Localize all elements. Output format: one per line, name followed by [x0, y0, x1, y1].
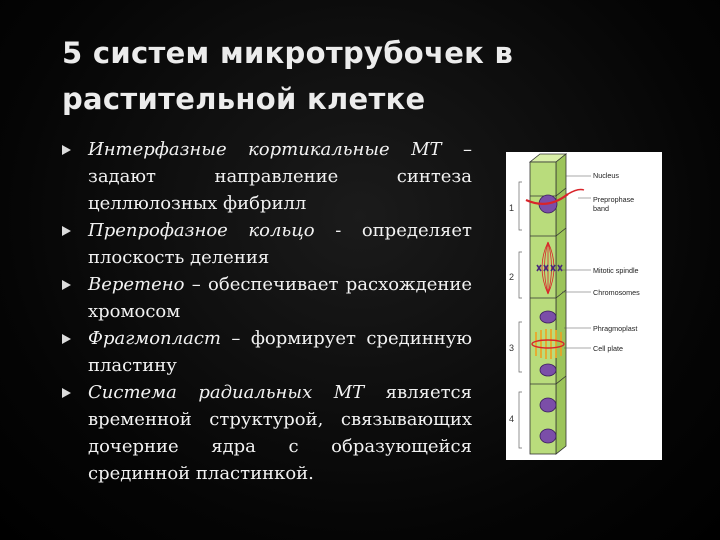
label-mitotic-spindle: Mitotic spindle	[593, 266, 639, 275]
bullet-marker-icon	[62, 226, 71, 236]
chromosomes-shape	[536, 264, 563, 272]
bullet-emphasis: Фрагмопласт	[88, 328, 221, 349]
bullet-emphasis: Веретено	[88, 274, 185, 295]
label-preprophase-1: Preprophase	[593, 195, 634, 204]
slide-title-line-1: 5 систем микротрубочек в	[62, 36, 514, 70]
label-nucleus: Nucleus	[593, 171, 619, 180]
label-cell-plate: Cell plate	[593, 344, 623, 353]
slide-title: 5 систем микротрубочек в растительной кл…	[62, 30, 622, 122]
phragmoplast-shape	[535, 329, 562, 359]
bullet-item: Система радиальных МТ является временной…	[62, 379, 472, 487]
bullet-text: – обеспечивает расхождение хромосом	[88, 274, 472, 322]
cell-plate-shape	[531, 339, 565, 349]
stage-brackets	[518, 181, 522, 449]
bullet-marker-icon	[62, 334, 71, 344]
bullet-marker-icon	[62, 145, 71, 155]
slide-title-line-2: растительной клетке	[62, 82, 426, 116]
daughter-nucleus-upper	[539, 310, 557, 324]
label-preprophase-2: band	[593, 204, 609, 213]
cell-division-figure: 1 2 3 4	[506, 152, 662, 460]
cell-diagram: 1 2 3 4	[509, 153, 640, 455]
bullet-marker-icon	[62, 388, 71, 398]
bullet-item: Веретено – обеспечивает расхождение хром…	[62, 271, 472, 325]
bullet-item: Интерфазные кортикальные МТ – задают нап…	[62, 136, 472, 217]
bullet-emphasis: Интерфазные кортикальные МТ	[88, 139, 442, 160]
bullet-text: - определяет плоскость деления	[88, 220, 472, 268]
nucleus-radial-lower	[539, 428, 557, 444]
stage-number-3: 3	[509, 343, 514, 353]
bullet-marker-icon	[62, 280, 71, 290]
bullet-emphasis: Система радиальных МТ	[88, 382, 365, 403]
label-phragmoplast: Phragmoplast	[593, 324, 637, 333]
bullet-emphasis: Препрофазное кольцо	[88, 220, 315, 241]
leader-lines	[562, 175, 591, 349]
preprophase-band-shape	[525, 193, 569, 205]
bullet-text: – задают направление синтеза целлюлозных…	[88, 139, 472, 214]
bullet-text: – формирует срединную пластину	[88, 328, 472, 376]
stage-number-2: 2	[509, 272, 514, 282]
nucleus-radial-upper	[539, 397, 557, 413]
stage-number-4: 4	[509, 414, 514, 424]
bullet-item: Фрагмопласт – формирует срединную пласти…	[62, 325, 472, 379]
label-chromosomes: Chromosomes	[593, 288, 640, 297]
daughter-nucleus-lower	[539, 363, 557, 377]
stage-number-1: 1	[509, 203, 514, 213]
bullet-text: является временной структурой, связывающ…	[88, 382, 472, 484]
bullet-list: Интерфазные кортикальные МТ – задают нап…	[62, 136, 472, 487]
bullet-item: Препрофазное кольцо - определяет плоскос…	[62, 217, 472, 271]
